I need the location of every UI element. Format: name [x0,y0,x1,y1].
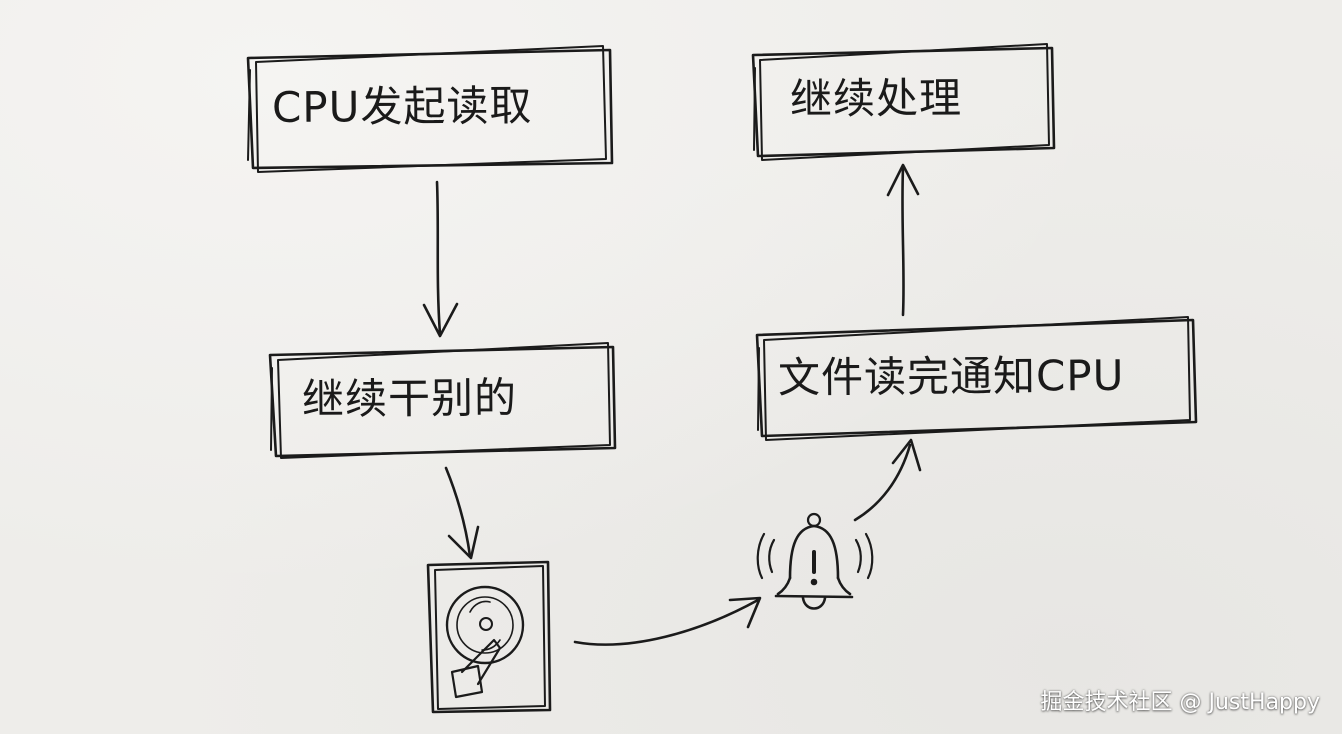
node-label-continue-process: 继续处理 [789,73,963,124]
node-label-file-done: 文件读完通知CPU [777,350,1125,403]
arrow-file-done-to-process [886,163,920,317]
arrow-disk-to-bell [573,596,762,646]
alert-bell-icon [756,512,874,610]
hard-disk-icon [426,560,552,714]
arrow-other-to-disk [444,466,480,560]
box-file-done [755,316,1198,441]
watermark: 掘金技术社区 @ JustHappy [1040,690,1320,715]
arrow-bell-to-file-done [853,438,922,522]
node-label-continue-other: 继续干别的 [301,373,518,424]
box-cpu-read [246,45,614,173]
node-label-cpu-read: CPU发起读取 [271,81,533,132]
arrow-cpu-to-other [422,180,459,338]
box-continue-process [751,43,1056,161]
box-continue-other [268,342,617,459]
